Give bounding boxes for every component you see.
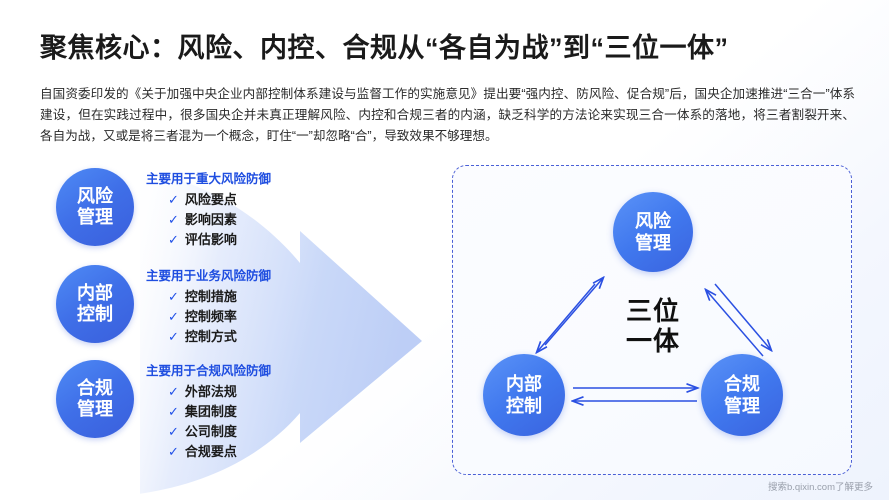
check-icon: ✓ bbox=[168, 192, 179, 207]
list-item-label: 影响因素 bbox=[184, 212, 237, 227]
triad-node-compliance-line2: 管理 bbox=[724, 396, 760, 416]
triad-node-risk-line2: 管理 bbox=[635, 233, 671, 253]
triad-node-risk-line1: 风险 bbox=[635, 211, 671, 231]
list-item: ✓ 影响因素 bbox=[168, 210, 271, 230]
pillar-risk-body: 主要用于重大风险防御 ✓ 风险要点 ✓ 影响因素 ✓ 评估影响 bbox=[146, 168, 271, 250]
triad-center-line2: 一体 bbox=[625, 326, 680, 356]
check-icon: ✓ bbox=[168, 309, 179, 324]
check-icon: ✓ bbox=[168, 232, 179, 247]
list-item: ✓ 控制频率 bbox=[168, 307, 271, 327]
list-item-label: 控制频率 bbox=[184, 309, 237, 324]
list-item: ✓ 公司制度 bbox=[168, 422, 271, 442]
list-item-label: 合规要点 bbox=[184, 444, 237, 459]
pillar-risk-heading: 主要用于重大风险防御 bbox=[146, 172, 272, 186]
list-item-label: 控制方式 bbox=[184, 329, 237, 344]
list-item-label: 控制措施 bbox=[184, 289, 237, 304]
list-item: ✓ 外部法规 bbox=[168, 382, 271, 402]
triad-center-line1: 三位 bbox=[625, 296, 680, 326]
check-icon: ✓ bbox=[168, 212, 179, 227]
pillar-circle-internal-control[interactable]: 内部 控制 bbox=[56, 265, 134, 343]
pillar-compliance-list: ✓ 外部法规 ✓ 集团制度 ✓ 公司制度 ✓ 合规要点 bbox=[146, 382, 271, 462]
triad-connector-arrows bbox=[453, 166, 853, 476]
pillar-internal-control: 内部 控制 主要用于业务风险防御 ✓ 控制措施 ✓ 控制频率 ✓ 控制方式 bbox=[0, 265, 440, 347]
pillar-circle-compliance-line2: 管理 bbox=[77, 399, 113, 419]
page-title: 聚焦核心：风险、内控、合规从“各自为战”到“三位一体” bbox=[40, 33, 729, 63]
pillar-compliance-management: 合规 管理 主要用于合规风险防御 ✓ 外部法规 ✓ 集团制度 ✓ 公司制度 ✓ 合规要点 bbox=[0, 360, 440, 462]
list-item-label: 风险要点 bbox=[184, 192, 237, 207]
pillar-circle-risk[interactable]: 风险 管理 bbox=[56, 168, 134, 246]
triad-node-internal-control[interactable]: 内部 控制 bbox=[483, 354, 565, 436]
list-item-label: 公司制度 bbox=[184, 424, 237, 439]
watermark: 搜索b.qixin.com了解更多 bbox=[767, 482, 873, 493]
check-icon: ✓ bbox=[168, 384, 179, 399]
pillar-internal-control-list: ✓ 控制措施 ✓ 控制频率 ✓ 控制方式 bbox=[146, 287, 271, 347]
pillar-internal-control-heading: 主要用于业务风险防御 bbox=[146, 269, 272, 283]
pillars-column: 风险 管理 主要用于重大风险防御 ✓ 风险要点 ✓ 影响因素 ✓ 评估影响 内部 控制… bbox=[0, 160, 440, 490]
pillar-circle-internal-control-line2: 控制 bbox=[77, 304, 113, 324]
triad-diagram-panel: 风险 管理 内部 控制 合规 管理 三位 一体 bbox=[452, 165, 852, 475]
pillar-compliance-heading: 主要用于合规风险防御 bbox=[146, 364, 272, 378]
triad-node-internal-control-line1: 内部 bbox=[506, 374, 542, 394]
pillar-circle-compliance-line1: 合规 bbox=[77, 378, 113, 398]
list-item: ✓ 评估影响 bbox=[168, 230, 271, 250]
check-icon: ✓ bbox=[168, 444, 179, 459]
pillar-risk-list: ✓ 风险要点 ✓ 影响因素 ✓ 评估影响 bbox=[146, 190, 271, 250]
triad-node-compliance-line1: 合规 bbox=[724, 374, 760, 394]
list-item-label: 外部法规 bbox=[184, 384, 237, 399]
pillar-risk-management: 风险 管理 主要用于重大风险防御 ✓ 风险要点 ✓ 影响因素 ✓ 评估影响 bbox=[0, 168, 440, 250]
pillar-circle-compliance[interactable]: 合规 管理 bbox=[56, 360, 134, 438]
check-icon: ✓ bbox=[168, 289, 179, 304]
check-icon: ✓ bbox=[168, 329, 179, 344]
triad-node-internal-control-line2: 控制 bbox=[506, 396, 542, 416]
pillar-circle-risk-line1: 风险 bbox=[77, 186, 113, 206]
pillar-compliance-body: 主要用于合规风险防御 ✓ 外部法规 ✓ 集团制度 ✓ 公司制度 ✓ 合规要点 bbox=[146, 360, 271, 462]
list-item: ✓ 合规要点 bbox=[168, 442, 271, 462]
check-icon: ✓ bbox=[168, 404, 179, 419]
check-icon: ✓ bbox=[168, 424, 179, 439]
list-item-label: 集团制度 bbox=[184, 404, 237, 419]
list-item: ✓ 集团制度 bbox=[168, 402, 271, 422]
list-item: ✓ 控制措施 bbox=[168, 287, 271, 307]
list-item: ✓ 控制方式 bbox=[168, 327, 271, 347]
list-item: ✓ 风险要点 bbox=[168, 190, 271, 210]
pillar-circle-risk-line2: 管理 bbox=[77, 207, 113, 227]
list-item-label: 评估影响 bbox=[184, 232, 237, 247]
triad-center-label: 三位 一体 bbox=[603, 296, 703, 356]
triad-node-risk[interactable]: 风险 管理 bbox=[613, 192, 693, 272]
pillar-circle-internal-control-line1: 内部 bbox=[77, 283, 113, 303]
intro-paragraph: 自国资委印发的《关于加强中央企业内部控制体系建设与监督工作的实施意见》提出要“强… bbox=[40, 87, 855, 143]
triad-node-compliance[interactable]: 合规 管理 bbox=[701, 354, 783, 436]
pillar-internal-control-body: 主要用于业务风险防御 ✓ 控制措施 ✓ 控制频率 ✓ 控制方式 bbox=[146, 265, 271, 347]
